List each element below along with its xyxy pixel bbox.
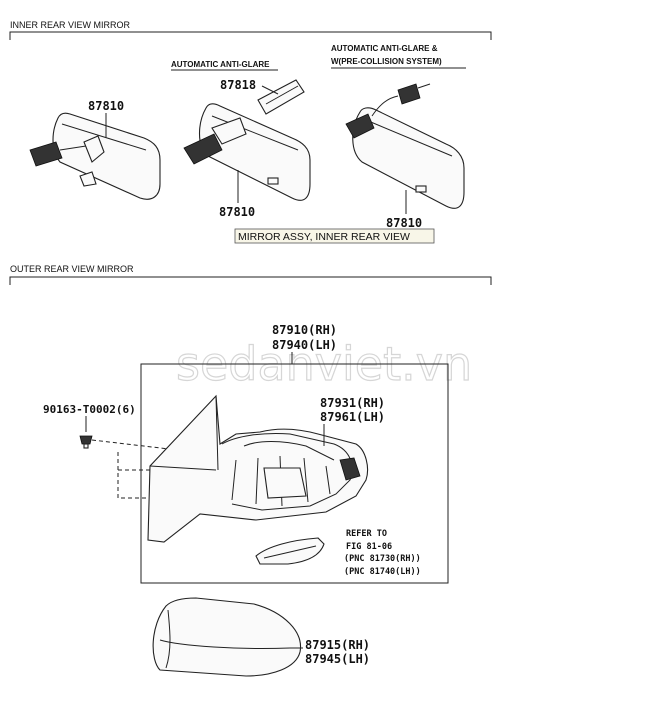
part-number-90163-t0002[interactable]: 90163-T0002(6) (43, 403, 136, 416)
outer-mirror-cover[interactable] (152, 597, 302, 677)
part-tooltip: MIRROR ASSY, INNER REAR VIEW (234, 228, 435, 244)
subheading-auto-anti-glare: AUTOMATIC ANTI-GLARE (171, 60, 270, 69)
part-number-87961-lh[interactable]: 87961(LH) (320, 410, 385, 424)
refer-to-line4: (PNC 81740(LH)) (344, 567, 421, 577)
inner-mirror-auto-pcs[interactable] (345, 83, 465, 209)
part-number-87915-rh[interactable]: 87915(RH) (305, 638, 370, 652)
part-number-87931-rh[interactable]: 87931(RH) (320, 396, 385, 410)
part-number-87910-rh[interactable]: 87910(RH) (272, 323, 337, 337)
leader-line (261, 85, 279, 95)
tooltip-text: MIRROR ASSY, INNER REAR VIEW (238, 231, 410, 243)
refer-to-line1[interactable]: REFER TO (346, 529, 387, 539)
section-bracket-inner (9, 31, 492, 40)
section-title-outer: OUTER REAR VIEW MIRROR (10, 264, 134, 274)
part-number-87940-lh[interactable]: 87940(LH) (272, 338, 337, 352)
part-number-87818[interactable]: 87818 (220, 78, 256, 92)
turn-signal-lamp[interactable] (255, 537, 325, 565)
inner-mirror-cover[interactable] (257, 79, 305, 115)
subheading-auto-pcs-line1: AUTOMATIC ANTI-GLARE & (331, 44, 438, 53)
assembly-frame (140, 363, 449, 584)
screw-icon[interactable] (79, 435, 93, 449)
subheading-auto-pcs-line2: W(PRE-COLLISION SYSTEM) (331, 57, 442, 66)
refer-to-line3: (PNC 81730(RH)) (344, 554, 421, 564)
part-number-87945-lh[interactable]: 87945(LH) (305, 652, 370, 666)
inner-mirror-auto-anti-glare[interactable] (183, 103, 311, 201)
section-title-inner: INNER REAR VIEW MIRROR (10, 20, 131, 30)
screw-dash-2 (117, 452, 214, 499)
part-number-87810-a[interactable]: 87810 (88, 99, 124, 113)
refer-to-line2[interactable]: FIG 81-06 (346, 542, 392, 552)
section-bracket-outer (9, 276, 492, 285)
part-number-87810-b[interactable]: 87810 (219, 205, 255, 219)
outer-mirror-body[interactable] (147, 394, 369, 543)
inner-mirror-standard[interactable] (29, 112, 161, 200)
part-number-87810-c[interactable]: 87810 (386, 216, 422, 230)
